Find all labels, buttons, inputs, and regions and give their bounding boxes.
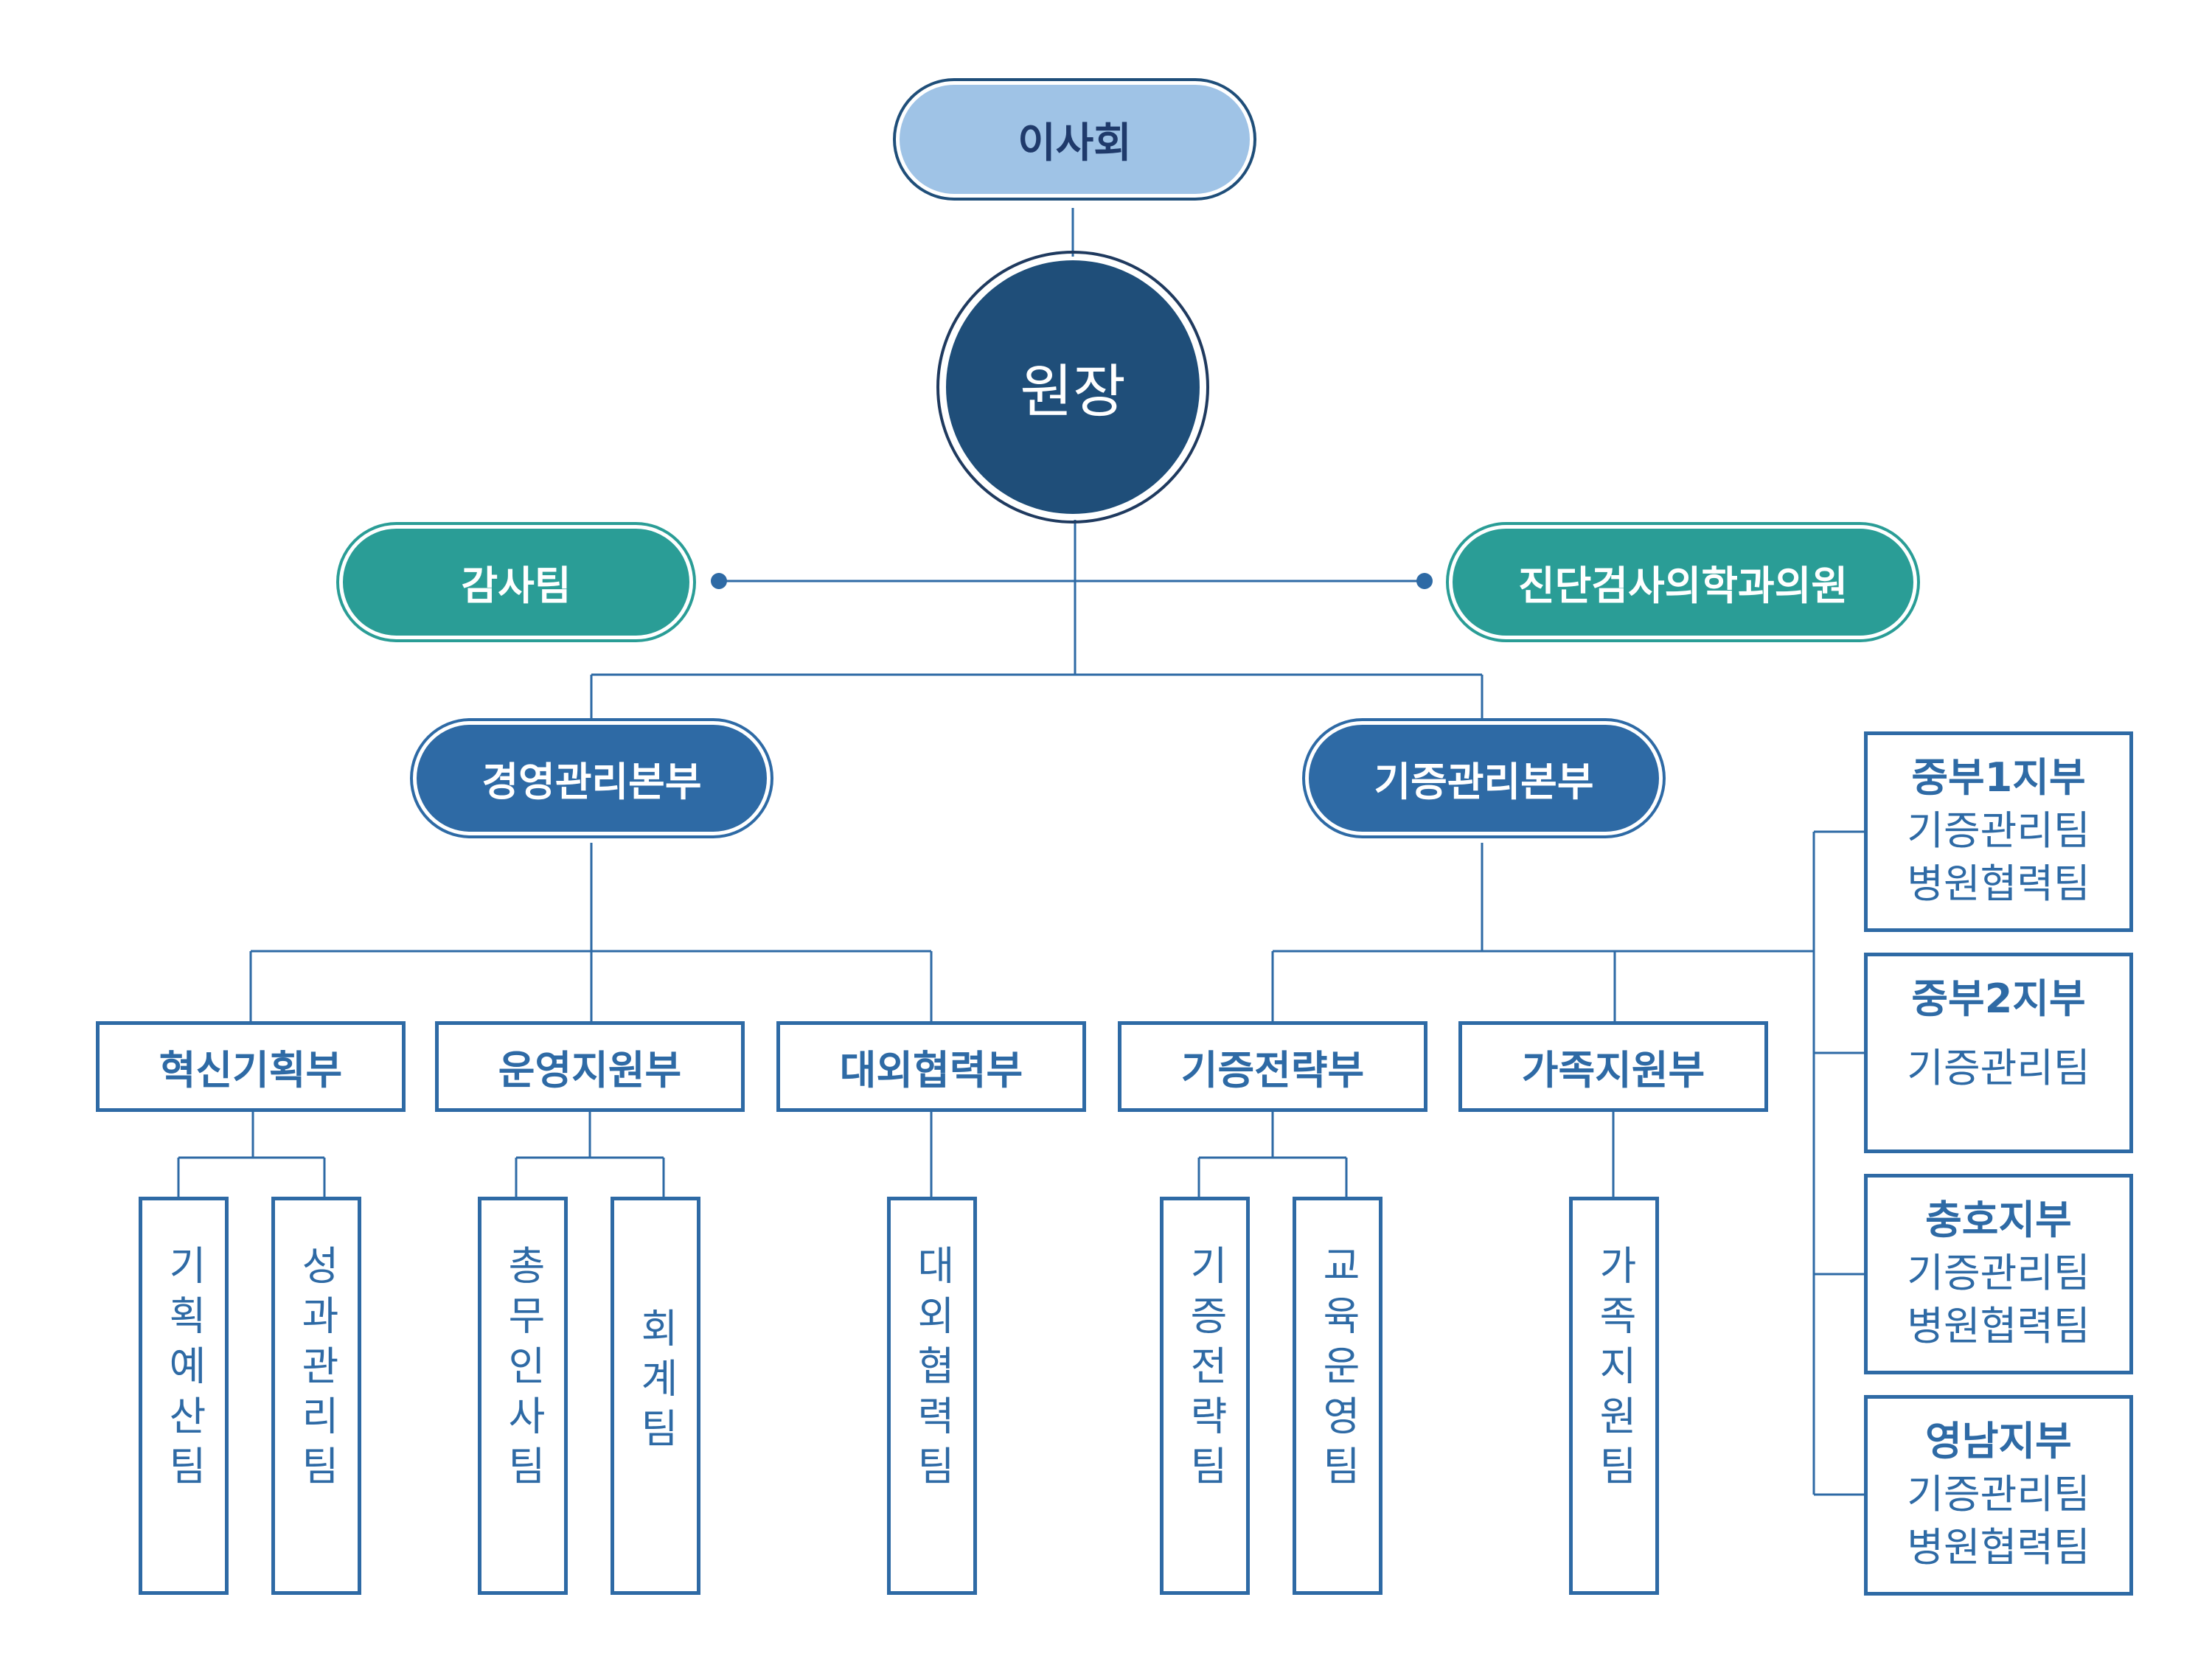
management-hq-label: 경영관리본부 (481, 759, 702, 805)
dept-operations-support: 운영지원부 (435, 1021, 745, 1112)
dept-label: 가족지원부 (1521, 1047, 1705, 1093)
donation-hq-label: 기증관리본부 (1374, 759, 1594, 805)
board-node: 이사회 (896, 81, 1253, 198)
team-label: 회계팀 (633, 1307, 679, 1458)
branch-team: 기증관리팀 (1907, 1045, 2090, 1091)
audit-team-label: 감사팀 (461, 563, 571, 609)
branch-jungbu1: 중부1지부 기증관리팀 병원협력팀 (1864, 731, 2133, 932)
director-label: 원장 (1020, 359, 1126, 425)
dept-external-cooperation: 대외협력부 (776, 1021, 1086, 1112)
team-planning-budget: 기획예산팀 (139, 1197, 229, 1595)
dept-label: 대외협력부 (839, 1047, 1023, 1093)
dept-label: 기증전략부 (1180, 1047, 1365, 1093)
branch-name: 충호지부 (1925, 1197, 2072, 1243)
branch-team: 병원협력팀 (1907, 1303, 2090, 1349)
branch-team: 기증관리팀 (1907, 1471, 2090, 1517)
branch-jungbu2: 중부2지부 기증관리팀 (1864, 953, 2133, 1153)
dept-donation-strategy: 기증전략부 (1118, 1021, 1427, 1112)
director-ring (936, 251, 1209, 524)
team-accounting: 회계팀 (611, 1197, 700, 1595)
clinic-node: 진단검사의학과의원 (1449, 525, 1917, 639)
director-node: 원장 (946, 260, 1200, 514)
team-label: 성과관리팀 (293, 1245, 340, 1495)
dept-label: 혁신기획부 (159, 1047, 343, 1093)
team-label: 기증전략팀 (1182, 1245, 1228, 1495)
dept-family-support: 가족지원부 (1458, 1021, 1768, 1112)
branch-team: 병원협력팀 (1907, 1524, 2090, 1571)
team-label: 대외협력팀 (909, 1245, 956, 1495)
audit-connector-dot (711, 573, 727, 589)
branch-name: 중부2지부 (1911, 975, 2086, 1022)
team-label: 총무인사팀 (500, 1245, 546, 1495)
team-label: 기획예산팀 (161, 1245, 207, 1495)
branch-team: 기증관리팀 (1907, 1250, 2090, 1296)
audit-team-node: 감사팀 (339, 525, 693, 639)
branch-team: 기증관리팀 (1907, 807, 2090, 854)
team-performance-management: 성과관리팀 (271, 1197, 361, 1595)
dept-innovation-planning: 혁신기획부 (96, 1021, 406, 1112)
branch-name: 영남지부 (1925, 1418, 2072, 1464)
branch-name: 중부1지부 (1911, 754, 2086, 801)
management-hq-node: 경영관리본부 (413, 721, 771, 835)
board-label: 이사회 (1018, 119, 1132, 167)
clinic-connector-dot (1416, 573, 1433, 589)
dept-label: 운영지원부 (498, 1047, 682, 1093)
team-label: 가족지원팀 (1591, 1245, 1638, 1495)
clinic-label: 진단검사의학과의원 (1517, 563, 1848, 609)
branch-team: 병원협력팀 (1907, 860, 2090, 907)
team-family-support: 가족지원팀 (1569, 1197, 1659, 1595)
team-external-cooperation: 대외협력팀 (887, 1197, 977, 1595)
branch-yeongnam: 영남지부 기증관리팀 병원협력팀 (1864, 1395, 2133, 1596)
team-donation-strategy: 기증전략팀 (1160, 1197, 1250, 1595)
team-label: 교육운영팀 (1315, 1245, 1361, 1495)
branch-chungho: 충호지부 기증관리팀 병원협력팀 (1864, 1174, 2133, 1374)
donation-hq-node: 기증관리본부 (1305, 721, 1663, 835)
team-general-affairs-hr: 총무인사팀 (478, 1197, 568, 1595)
team-education-operations: 교육운영팀 (1293, 1197, 1382, 1595)
